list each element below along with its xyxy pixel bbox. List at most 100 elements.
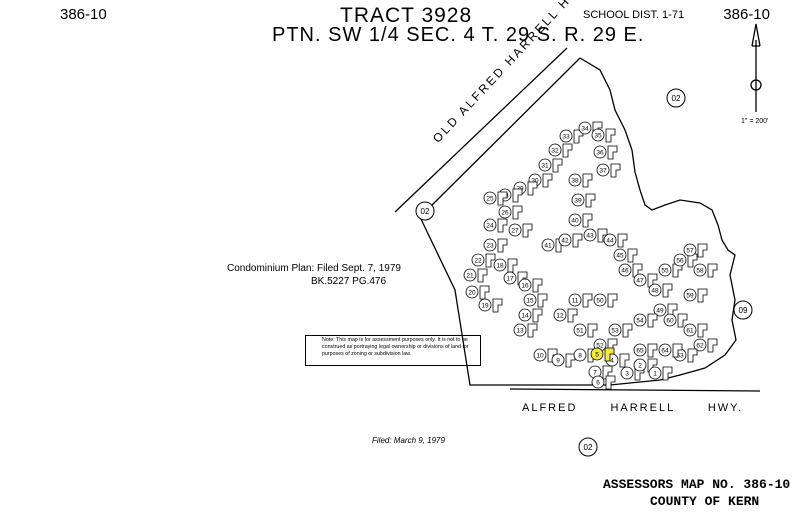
unit-circle (518, 278, 532, 292)
condo-unit: 14 (518, 308, 543, 323)
condo-unit: 58 (693, 263, 718, 278)
condo-unit: 65 (633, 343, 658, 358)
unit-label: 32 (551, 148, 559, 155)
unit-circle (568, 173, 582, 187)
unit-circle (613, 248, 627, 262)
condo-unit: 50 (593, 293, 618, 308)
unit-label: 47 (636, 278, 644, 285)
unit-label: 60 (666, 318, 674, 325)
tract-boundary (579, 57, 737, 386)
unit-label: 62 (696, 343, 704, 350)
unit-circle (648, 283, 662, 297)
north-arrow-hub (750, 79, 762, 91)
unit-label: 63 (676, 353, 684, 360)
unit-circle (590, 347, 604, 361)
unit-label: 5 (595, 352, 599, 359)
unit-footprint (622, 323, 633, 338)
unit-circle (493, 258, 507, 272)
unit-label: 40 (571, 218, 579, 225)
unit-label: 45 (616, 253, 624, 260)
section-line: PTN. SW 1/4 SEC. 4 T. 29 S. R. 29 E. (272, 24, 645, 46)
unit-label: 1 (653, 371, 657, 378)
unit-label: 55 (661, 268, 669, 275)
unit-label: 12 (556, 313, 564, 320)
unit-label: 61 (686, 328, 694, 335)
alfred-highway-edge (509, 388, 761, 392)
condo-unit: 48 (648, 283, 673, 298)
unit-label: 54 (636, 318, 644, 325)
condominium-plan: Condominium Plan: Filed Sept. 7, 1979 (227, 263, 401, 274)
unit-label: 52 (596, 343, 604, 350)
unit-label: 57 (686, 248, 694, 255)
unit-footprint (527, 181, 538, 196)
unit-circle (603, 233, 617, 247)
unit-circle (568, 293, 582, 307)
parcel-ref-label: 02 (421, 207, 430, 216)
unit-footprint (607, 145, 618, 160)
unit-circle (551, 353, 565, 367)
unit-label: 59 (686, 293, 694, 300)
condo-unit: 32 (548, 143, 573, 158)
unit-footprint (662, 366, 673, 381)
condo-unit: 49 (653, 303, 678, 318)
unit-footprint (479, 285, 490, 300)
unit-circle (463, 268, 477, 282)
unit-label: 26 (501, 210, 509, 217)
condo-unit: 43 (583, 228, 608, 243)
unit-footprint (672, 343, 683, 358)
unit-footprint (542, 173, 553, 188)
condo-unit: 44 (603, 233, 628, 248)
unit-circle (593, 145, 607, 159)
unit-footprint (582, 213, 593, 228)
condo-unit: 30 (528, 173, 553, 188)
condo-unit: 20 (465, 285, 490, 300)
unit-footprint (607, 293, 618, 308)
condo-unit: 59 (683, 288, 708, 303)
unit-label: 6 (596, 380, 600, 387)
unit-label: 41 (544, 243, 552, 250)
unit-footprint (587, 323, 598, 338)
unit-circle (568, 213, 582, 227)
unit-circle (558, 233, 572, 247)
unit-footprint (697, 323, 708, 338)
condo-unit: 23 (483, 238, 508, 253)
unit-circle (471, 253, 485, 267)
unit-label: 19 (481, 303, 489, 310)
map-id-left: 386-10 (60, 6, 107, 23)
unit-footprint (522, 223, 533, 238)
unit-label: 23 (486, 243, 494, 250)
condo-unit: 40 (568, 213, 593, 228)
condo-unit: 21 (463, 268, 488, 283)
unit-footprint (497, 218, 508, 233)
unit-circle (648, 366, 662, 380)
condo-unit: 25 (483, 191, 508, 206)
unit-circle (693, 338, 707, 352)
unit-label: 49 (656, 308, 664, 315)
unit-label: 42 (561, 238, 569, 245)
unit-circle (573, 348, 587, 362)
tract-boundary (419, 216, 610, 386)
unit-footprint (597, 228, 608, 243)
condo-unit: 22 (471, 253, 496, 268)
unit-circle (693, 263, 707, 277)
unit-footprint (572, 233, 583, 248)
north-arrow (751, 23, 761, 112)
unit-footprint (497, 238, 508, 253)
unit-circle (498, 205, 512, 219)
unit-label: 31 (541, 163, 549, 170)
unit-footprint (567, 308, 578, 323)
condo-unit: 15 (523, 293, 548, 308)
unit-label: 53 (611, 328, 619, 335)
condo-unit: 36 (593, 145, 618, 160)
unit-label: 65 (636, 348, 644, 355)
unit-footprint (547, 348, 558, 363)
condo-unit: 56 (673, 253, 698, 268)
unit-footprint (585, 193, 596, 208)
unit-label: 36 (596, 150, 604, 157)
unit-footprint (677, 313, 688, 328)
unit-footprint (610, 163, 621, 178)
unit-label: 17 (506, 276, 514, 283)
unit-label: 15 (526, 298, 534, 305)
parcel-ref-circle (733, 300, 753, 320)
unit-circle (683, 243, 697, 257)
